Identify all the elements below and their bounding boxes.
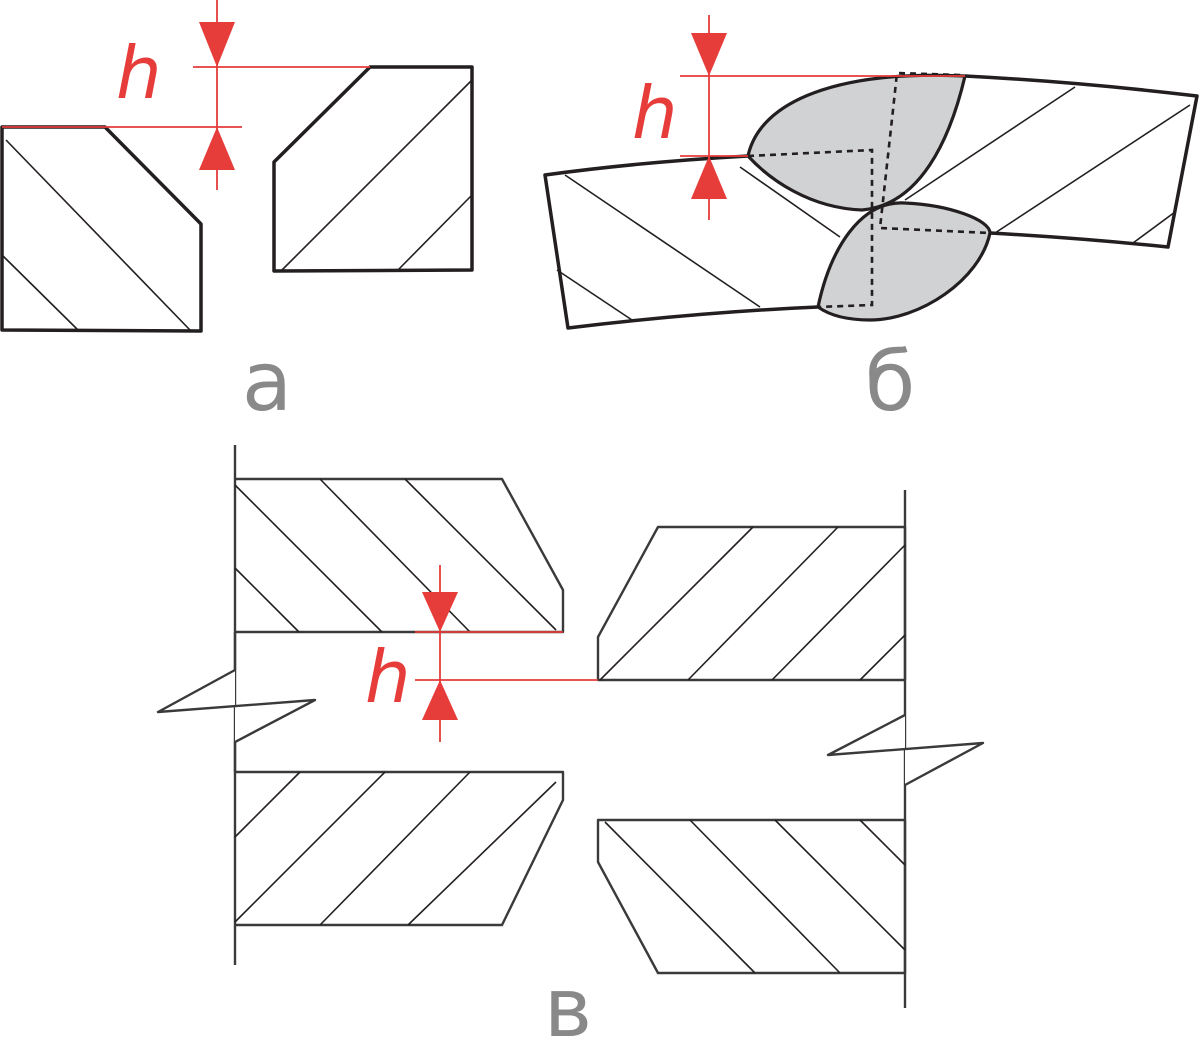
- right-lower-block: [596, 818, 907, 975]
- break-line: [826, 713, 985, 787]
- upper-weld: [746, 73, 967, 212]
- arrow-down-icon: [422, 592, 458, 632]
- figure-label-b: б: [865, 335, 916, 430]
- dimension-label: h: [116, 31, 162, 115]
- dimension-label: h: [632, 71, 678, 155]
- arrow-down-icon: [199, 22, 235, 67]
- right-plate: [272, 65, 474, 273]
- arrow-up-icon: [691, 156, 727, 199]
- figure-a: h а: [0, 0, 474, 430]
- right-upper-block: [596, 525, 907, 682]
- figure-c: h в: [156, 445, 985, 1041]
- figure-label-c: в: [544, 961, 592, 1041]
- dimension-h: h: [365, 565, 598, 742]
- left-plate: [0, 125, 203, 333]
- left-upper-block: [235, 477, 565, 634]
- figure-b: h б: [543, 15, 1199, 430]
- dimension-label: h: [365, 635, 411, 719]
- upper-plate: [964, 74, 1199, 249]
- arrow-up-icon: [422, 680, 458, 720]
- arrow-up-icon: [199, 127, 235, 170]
- lower-plate: [543, 154, 819, 330]
- dimension-h: h: [632, 15, 965, 220]
- figure-label-a: а: [242, 335, 292, 430]
- arrow-down-icon: [691, 33, 727, 76]
- dimension-h: h: [2, 0, 370, 190]
- break-line: [156, 632, 317, 772]
- left-lower-block: [235, 770, 565, 927]
- lower-weld: [816, 201, 992, 322]
